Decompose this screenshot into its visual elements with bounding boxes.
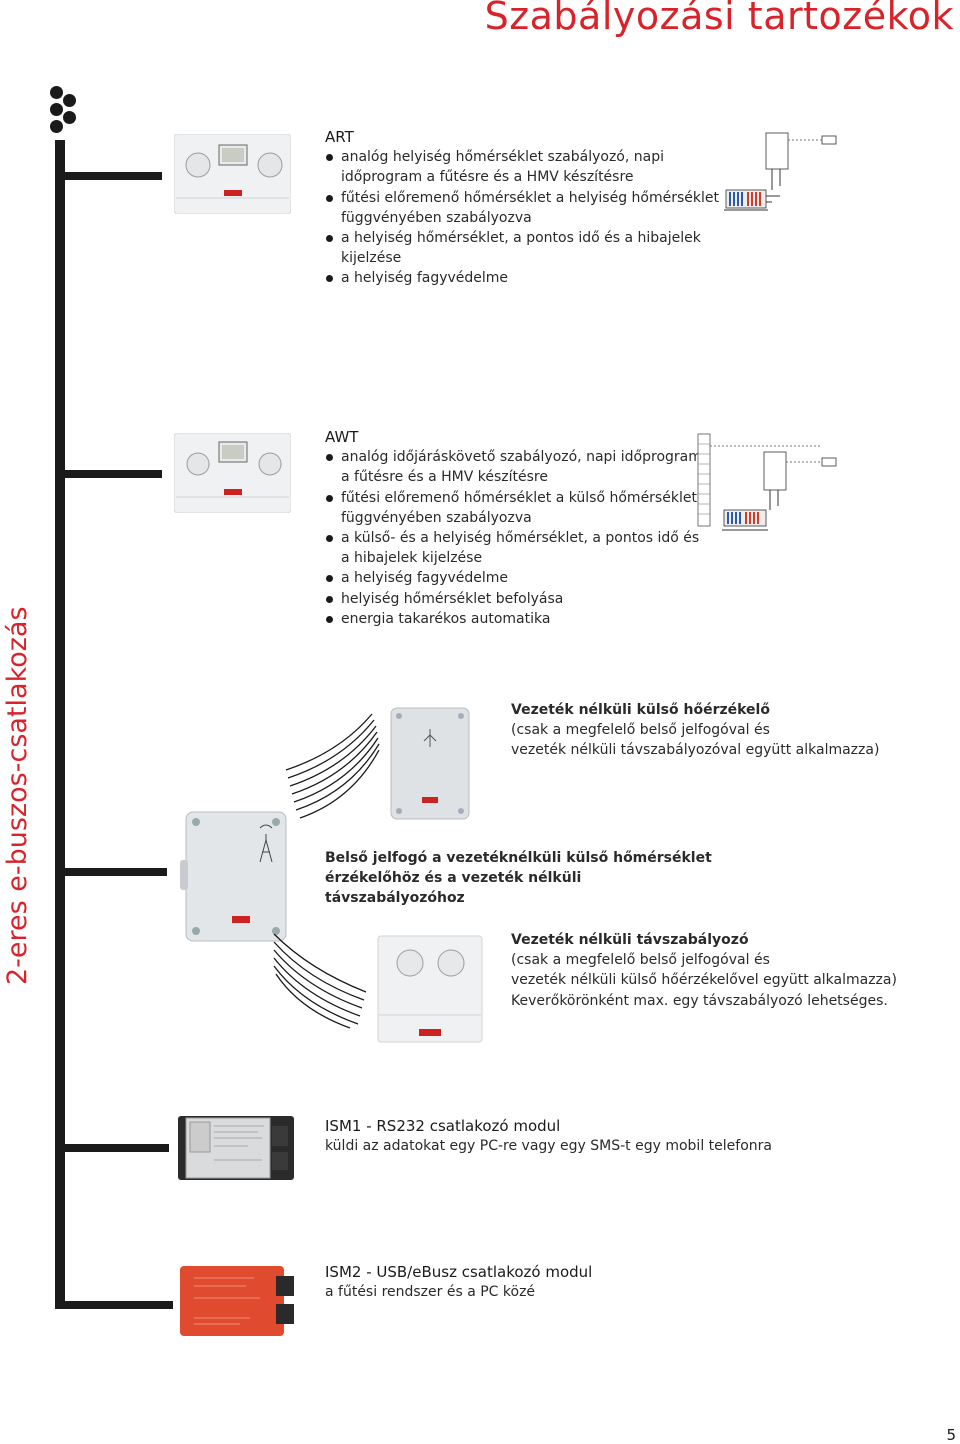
awt-bullet: fűtési előremenő hőmérséklet a külső hőm…	[325, 488, 705, 528]
art-bullet: a helyiség hőmérséklet, a pontos idő és …	[325, 228, 745, 268]
ism1-description: ISM1 - RS232 csatlakozó modul küldi az a…	[325, 1116, 885, 1156]
bus-branch	[55, 868, 167, 876]
ism2-description: ISM2 - USB/eBusz csatlakozó modul a fűté…	[325, 1262, 885, 1302]
wireless-sensor-line: (csak a megfelelő belső jelfogóval és	[511, 722, 770, 739]
bus-branch	[55, 470, 162, 478]
awt-heading: AWT	[325, 428, 359, 446]
art-bullet: analóg helyiség hőmérséklet szabályozó, …	[325, 147, 745, 187]
bus-branch	[55, 172, 162, 180]
art-bullet: fűtési előremenő hőmérséklet a helyiség …	[325, 188, 745, 228]
boiler-diagram-icon	[720, 130, 840, 218]
wireless-sensor-line: vezeték nélküli távszabályozóval együtt …	[511, 742, 880, 759]
page-title: Szabályozási tartozékok	[484, 0, 954, 38]
ism2-text: a fűtési rendszer és a PC közé	[325, 1284, 536, 1301]
receiver-line: Belső jelfogó a vezetéknélküli külső hőm…	[325, 850, 712, 866]
page-number: 5	[946, 1426, 956, 1444]
awt-description: AWT analóg időjáráskövető szabályozó, na…	[325, 427, 705, 629]
awt-bullet: energia takarékos automatika	[325, 609, 705, 629]
wireless-remote-line: (csak a megfelelő belső jelfogóval és	[511, 952, 770, 969]
radio-waves-icon	[280, 712, 380, 822]
awt-bullet: a helyiség fagyvédelme	[325, 568, 705, 588]
bus-branch	[55, 1301, 173, 1309]
receiver-line: érzékelőhöz és a vezeték nélküli távszab…	[325, 870, 582, 907]
dot-marker	[63, 94, 76, 107]
awt-bullet: analóg időjáráskövető szabályozó, napi i…	[325, 447, 705, 487]
receiver-description: Belső jelfogó a vezetéknélküli külső hőm…	[325, 848, 725, 909]
radio-waves-icon	[270, 930, 370, 1030]
art-heading: ART	[325, 128, 354, 146]
wireless-remote-line: vezeték nélküli külső hőérzékelővel együ…	[511, 972, 897, 989]
controller-icon	[173, 133, 292, 215]
art-description: ART analóg helyiség hőmérséklet szabályo…	[325, 127, 745, 289]
bus-trunk-line	[55, 140, 65, 1308]
dot-marker	[50, 120, 63, 133]
receiver-box-icon	[180, 810, 290, 943]
wireless-remote-heading: Vezeték nélküli távszabályozó	[511, 932, 749, 948]
dot-marker	[63, 111, 76, 124]
wireless-sensor-description: Vezeték nélküli külső hőérzékelő (csak a…	[511, 700, 941, 761]
ism1-text: küldi az adatokat egy PC-re vagy egy SMS…	[325, 1138, 772, 1155]
ism1-heading: ISM1 - RS232 csatlakozó modul	[325, 1117, 561, 1135]
controller-icon	[173, 432, 292, 514]
awt-bullet: a külső- és a helyiség hőmérséklet, a po…	[325, 528, 705, 568]
bus-branch	[55, 1144, 169, 1152]
wireless-remote-description: Vezeték nélküli távszabályozó (csak a me…	[511, 930, 951, 1011]
dot-marker	[50, 103, 63, 116]
sensor-box-icon	[390, 707, 470, 820]
art-bullet: a helyiség fagyvédelme	[325, 268, 745, 288]
remote-control-icon	[377, 935, 483, 1043]
dot-marker	[50, 86, 63, 99]
module-icon	[178, 1112, 294, 1184]
module-icon	[180, 1264, 296, 1338]
boiler-diagram-icon	[692, 432, 842, 536]
wireless-remote-line: Keverőkörönként max. egy távszabályozó l…	[511, 992, 888, 1009]
awt-bullet: helyiség hőmérséklet befolyása	[325, 589, 705, 609]
wireless-sensor-heading: Vezeték nélküli külső hőérzékelő	[511, 702, 770, 718]
ism2-heading: ISM2 - USB/eBusz csatlakozó modul	[325, 1263, 593, 1281]
